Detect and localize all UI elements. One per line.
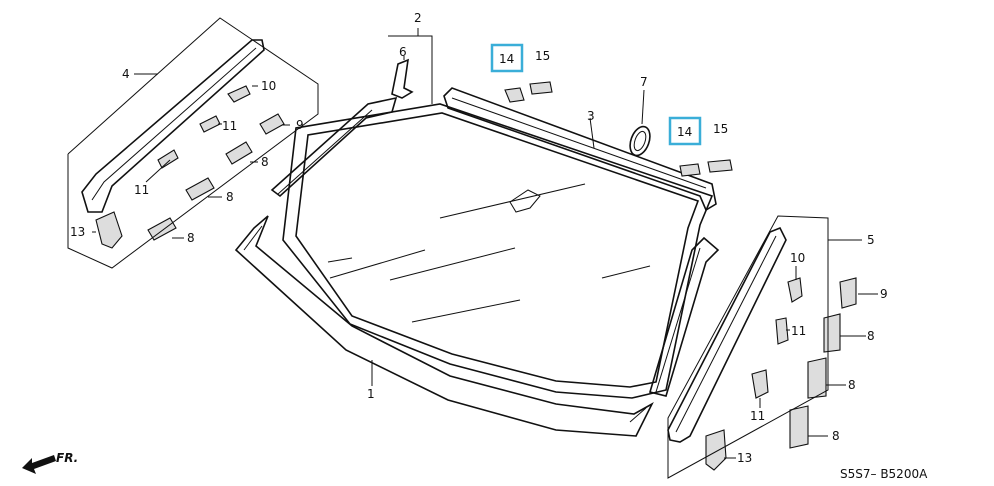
callout-10-b: 10 bbox=[790, 251, 805, 265]
front-label: FR. bbox=[56, 451, 78, 465]
right-side-dam bbox=[648, 236, 720, 397]
spacer-14-a bbox=[504, 87, 525, 103]
diagram-code: S5S7– B5200A bbox=[840, 467, 928, 481]
callout-11-b: 11 bbox=[134, 183, 149, 197]
bracket-right-5 bbox=[667, 215, 829, 479]
callout-13-a: 13 bbox=[70, 225, 85, 239]
ring-7 bbox=[629, 125, 651, 157]
highlight-box-14-a bbox=[490, 43, 524, 73]
front-arrow-icon bbox=[22, 455, 56, 474]
callout-8-f: 8 bbox=[832, 429, 840, 443]
left-clips bbox=[95, 85, 285, 249]
clip-6 bbox=[391, 58, 414, 99]
callout-11-c: 11 bbox=[791, 324, 806, 338]
callout-4: 4 bbox=[122, 67, 130, 81]
spacer-14-b bbox=[679, 163, 701, 177]
callout-3: 3 bbox=[587, 109, 595, 123]
callout-8-e: 8 bbox=[848, 378, 856, 392]
callout-1: 1 bbox=[367, 387, 375, 401]
right-side-molding bbox=[667, 226, 787, 443]
callout-2: 2 bbox=[414, 11, 422, 25]
windshield-glass bbox=[282, 103, 714, 399]
callout-10-a: 10 bbox=[261, 79, 276, 93]
callout-14-a: 14 bbox=[499, 52, 514, 66]
upper-left-dam bbox=[270, 96, 398, 198]
front-direction-indicator: FR. bbox=[22, 451, 78, 474]
callout-5: 5 bbox=[867, 233, 875, 247]
callout-9-a: 9 bbox=[296, 118, 304, 132]
leader-lines bbox=[92, 56, 878, 459]
callout-8-b: 8 bbox=[226, 190, 234, 204]
callout-15-b: 15 bbox=[713, 122, 728, 136]
callout-15-a: 15 bbox=[535, 49, 550, 63]
callout-8-c: 8 bbox=[187, 231, 195, 245]
callout-11-a: 11 bbox=[222, 119, 237, 133]
lower-dam-molding bbox=[234, 215, 654, 437]
callout-13-b: 13 bbox=[737, 451, 752, 465]
spacer-15-a bbox=[529, 81, 553, 95]
callout-7: 7 bbox=[640, 75, 648, 89]
bracket-left-4 bbox=[67, 17, 319, 269]
callout-8-a: 8 bbox=[261, 155, 269, 169]
bracket-2 bbox=[388, 28, 433, 104]
callout-6: 6 bbox=[399, 45, 407, 59]
callout-11-d: 11 bbox=[750, 409, 765, 423]
left-side-molding bbox=[81, 39, 265, 213]
top-molding bbox=[443, 87, 717, 212]
callout-9-b: 9 bbox=[880, 287, 888, 301]
callout-labels: 1 2 3 4 5 6 7 8 8 8 8 8 8 9 9 10 10 11 1… bbox=[70, 11, 888, 465]
highlight-box-14-b bbox=[668, 116, 702, 146]
spacer-15-b bbox=[707, 159, 733, 173]
callout-14-b: 14 bbox=[677, 125, 692, 139]
callout-8-d: 8 bbox=[867, 329, 875, 343]
